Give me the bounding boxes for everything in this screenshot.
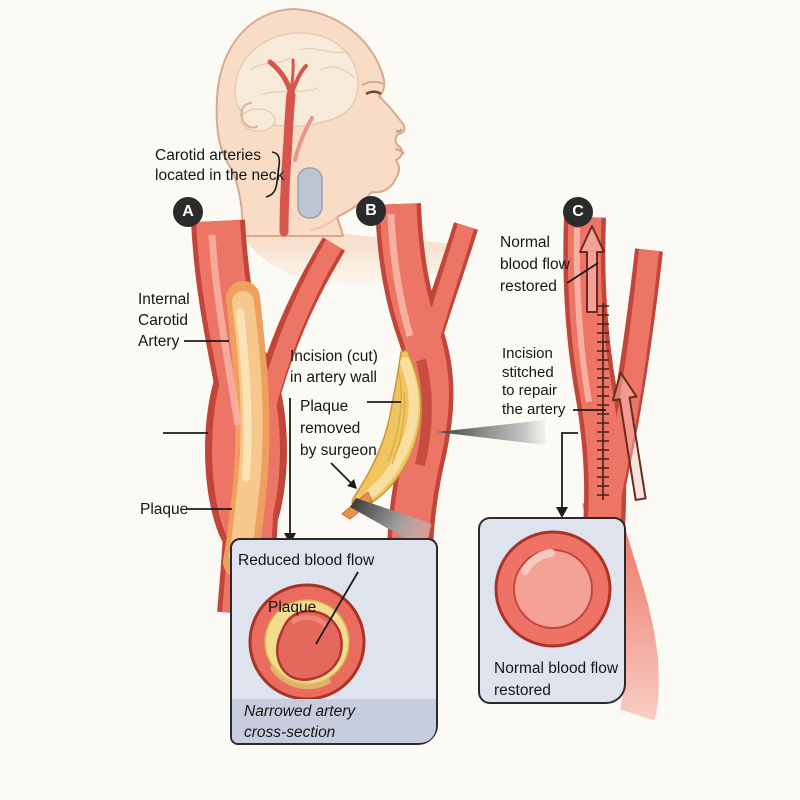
panel-badge-c: C	[563, 197, 593, 227]
arrow-to-normal-inset	[561, 432, 578, 508]
surgical-tool-upper	[437, 420, 546, 445]
head-neck-figure	[215, 8, 464, 286]
normal-flow-caption: Normal blood flow restored	[494, 660, 619, 699]
narrowed-caption-band: Narrowed artery cross-section	[232, 699, 436, 743]
narrowed-caption: Narrowed artery cross-section	[244, 703, 356, 741]
neck-bracket	[265, 151, 281, 198]
surgical-tool-lower	[350, 498, 432, 549]
narrowed-artery-inset: Reduced blood flow Plaque Narrowed arter…	[230, 538, 438, 745]
plaque-label-a: Plaque	[140, 501, 189, 518]
larynx-graphic	[297, 167, 323, 219]
incision-stitched-label: Incision stitched to repair the artery	[502, 345, 566, 418]
normal-flow-label: Normal blood flow restored	[500, 234, 570, 295]
internal-carotid-label: Internal Carotid Artery	[138, 291, 190, 350]
neck-carotid-artery-graphic	[267, 58, 314, 237]
narrowed-cross-section-graphic	[248, 571, 366, 701]
panel-badge-b: B	[356, 196, 386, 226]
inset-plaque-label: Plaque	[268, 599, 317, 616]
artery-b-graphic	[341, 203, 546, 565]
normal-artery-inset: Normal blood flow restored	[478, 517, 626, 704]
blood-flow-arrow-branch	[611, 371, 647, 501]
leader-lines	[163, 151, 606, 534]
panel-badge-a: A	[173, 197, 203, 227]
plaque-removed-label: Plaque removed by surgeon	[300, 398, 377, 459]
incision-label: Incision (cut) in artery wall	[290, 348, 378, 386]
narrowed-lumen-graphic	[276, 610, 343, 681]
suture-graphic	[597, 303, 609, 500]
reduced-blood-flow-label: Reduced blood flow	[238, 552, 375, 569]
blood-flow-arrow-main	[579, 225, 605, 313]
face-features	[240, 80, 405, 231]
carotid-location-label: Carotid arteries located in the neck	[155, 147, 285, 184]
normal-cross-section-graphic	[494, 530, 612, 648]
